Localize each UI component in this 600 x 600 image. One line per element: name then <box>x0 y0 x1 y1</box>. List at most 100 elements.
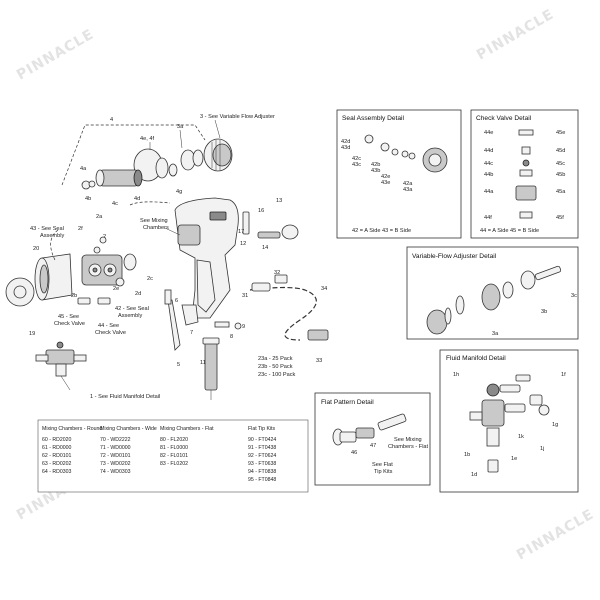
parts-table-box <box>37 419 309 493</box>
callout-9: 9 <box>242 324 245 330</box>
fmd-parts <box>469 374 550 473</box>
callout-44b: Check Valve <box>95 330 126 336</box>
part-7 <box>181 304 199 326</box>
table-cell: 70 - WD2222 <box>100 437 131 443</box>
callout-2f: 2f <box>78 226 83 232</box>
seal-label-43a: 43a <box>403 187 413 193</box>
check-right-45d: 45d <box>556 148 565 154</box>
check-left-44f: 44f <box>484 215 492 221</box>
table-cell: 91 - FT0438 <box>248 445 276 451</box>
gun-body <box>174 197 239 319</box>
vfa-detail-title: Variable-Flow Adjuster Detail <box>412 253 497 260</box>
part-32 <box>274 274 288 284</box>
table-cell: 72 - WD0101 <box>100 453 131 459</box>
part-13 <box>281 224 299 240</box>
callout-3a: 3a <box>177 124 184 130</box>
seal-label-43c: 43c <box>352 162 361 168</box>
seal-label-42a: 42a <box>403 181 413 187</box>
group-4-bracket <box>61 124 206 186</box>
check-right-45e: 45e <box>556 130 565 136</box>
callout-31: 31 <box>242 293 248 299</box>
table-cell: 93 - FT0638 <box>248 461 276 467</box>
callout-8: 8 <box>230 334 233 340</box>
callout-43: 43 - See Seal <box>30 226 64 232</box>
table-cell: 61 - RD0000 <box>42 445 72 451</box>
fmd-label-1f: 1f <box>561 372 566 378</box>
table-cell: 80 - FL2020 <box>160 437 188 443</box>
callout-16: 16 <box>258 208 264 214</box>
callout-43b: Assembly <box>40 233 64 239</box>
table-cell: 73 - WD0202 <box>100 461 131 467</box>
check-right-45c: 45c <box>556 161 565 167</box>
callout-2b: 2b <box>71 293 77 299</box>
check-right-45f: 45f <box>556 215 564 221</box>
vfa-label-3b: 3b <box>541 309 547 315</box>
check-left-44a: 44a <box>484 189 494 195</box>
callout-23b: 23b - 50 Pack <box>258 364 293 370</box>
part-3-knob <box>203 138 233 172</box>
seal-assembly-detail: Seal Assembly Detail 42d 43d 42c 43c 42b… <box>336 109 462 239</box>
callout-19: 19 <box>29 331 35 337</box>
fmd-label-1j: 1j <box>540 446 544 452</box>
callout-2e: 2e <box>113 286 119 292</box>
part-5-trigger <box>167 299 181 351</box>
check-valve-detail: Check Valve Detail 44e 44d 44c 44b 44a 4… <box>470 109 579 239</box>
parts-table: Mixing Chambers - Round 60 - RD2020 61 - R… <box>37 419 309 493</box>
fmd-detail-box <box>439 349 579 493</box>
table-cell: 60 - RD2020 <box>42 437 72 443</box>
check-right-45a: 45a <box>556 189 566 195</box>
fmd-label-1d: 1d <box>471 472 477 478</box>
callout-4c: 4c <box>112 201 118 207</box>
seal-label-42b: 42b <box>371 162 380 168</box>
check-left-44c: 44c <box>484 161 493 167</box>
table-header: Flat Tip Kits <box>248 426 276 432</box>
table-cell: 82 - FL0101 <box>160 453 188 459</box>
table-cell: 94 - FT0838 <box>248 469 276 475</box>
flat-parts <box>332 413 407 446</box>
callout-44: 44 - See <box>98 323 119 329</box>
callout-13: 13 <box>276 198 282 204</box>
callout-1: 1 - See Fluid Manifold Detail <box>90 394 160 400</box>
part-14 <box>257 231 281 239</box>
part-31 <box>251 282 271 292</box>
table-cell: 63 - RD0202 <box>42 461 72 467</box>
leader-43 <box>50 229 59 261</box>
table-header: Mixing Chambers - Round <box>42 426 102 432</box>
callout-34: 34 <box>321 286 327 292</box>
table-cell: 92 - FT0624 <box>248 453 276 459</box>
callout-23c: 23c - 100 Pack <box>258 372 296 378</box>
callout-4d: 4d <box>134 196 140 202</box>
vfa-label-3c: 3c <box>571 293 577 299</box>
callout-mixing2: Chambers <box>143 225 169 231</box>
check-left-44e: 44e <box>484 130 493 136</box>
callout-4a: 4a <box>80 166 87 172</box>
table-cell: 81 - FL0000 <box>160 445 188 451</box>
part-2-valve-block <box>81 254 123 286</box>
part-4-cylinder <box>133 148 178 182</box>
vfa-parts <box>426 265 562 335</box>
callout-4g: 4g <box>176 189 182 195</box>
callout-2a: 2a <box>96 214 103 220</box>
fmd-label-1k: 1k <box>518 434 524 440</box>
callout-45: 45 - See <box>58 314 79 320</box>
vfa-label-3a: 3a <box>492 331 499 337</box>
callout-33: 33 <box>316 358 322 364</box>
watermark: PINNACLE <box>474 6 557 63</box>
table-cell: 83 - FL0202 <box>160 461 188 467</box>
callout-42b: Assembly <box>118 313 142 319</box>
table-cell: 71 - WD0000 <box>100 445 131 451</box>
fluid-manifold-detail: Fluid Manifold Detail 1h 1f 1g 1k 1j 1e … <box>439 349 579 493</box>
callout-23a: 23a - 25 Pack <box>258 356 293 362</box>
watermark: PINNACLE <box>14 26 97 83</box>
callout-4: 4 <box>110 117 113 123</box>
fmd-label-1g: 1g <box>552 422 558 428</box>
flat-note-mixing-2: Chambers - Flat <box>388 444 429 450</box>
table-header: Mixing Chambers - Flat <box>160 426 214 432</box>
callout-42: 42 - See Seal <box>115 306 149 312</box>
part-2e <box>115 277 125 287</box>
callout-14: 14 <box>262 245 268 251</box>
variable-flow-adjuster-detail: Variable-Flow Adjuster Detail 3c 3b 3a <box>406 246 579 340</box>
callout-7: 7 <box>190 330 193 336</box>
table-cell: 95 - FT0848 <box>248 477 276 483</box>
table-header: Mixing Chambers - Wide <box>100 426 157 432</box>
